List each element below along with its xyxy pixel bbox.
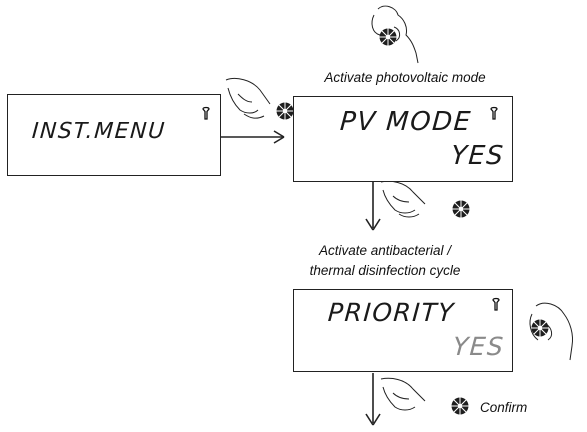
wrench-icon [202,106,210,120]
lcd-pv-mode-line2: YES [449,141,506,171]
arrow-right-1 [220,130,285,144]
caption-activate-pv: Activate photovoltaic mode [324,70,486,85]
hand-turning-knob-icon-2 [529,302,573,361]
hand-pressing-knob-icon-2 [380,180,470,218]
wrench-icon [490,106,498,120]
hand-pressing-knob-icon-3 [380,377,469,415]
arrow-down-1 [365,180,381,231]
hand-turning-knob-icon [371,5,419,64]
caption-confirm: Confirm [480,400,528,415]
hand-pressing-knob-icon [225,77,294,120]
lcd-pv-mode-line1: PV MODE [338,107,473,137]
caption-activate-antibacterial-2: thermal disinfection cycle [309,263,461,278]
lcd-inst-menu: INST.MENU [7,94,221,176]
lcd-pv-mode: PV MODE YES [293,96,513,182]
arrow-down-2 [365,373,381,426]
wrench-icon [492,297,500,311]
lcd-priority-line2: YES [451,332,506,361]
lcd-priority: PRIORITY YES [293,289,513,372]
lcd-inst-menu-text: INST.MENU [31,119,167,144]
lcd-priority-line1: PRIORITY [326,298,456,327]
caption-activate-antibacterial-1: Activate antibacterial / [318,243,452,258]
